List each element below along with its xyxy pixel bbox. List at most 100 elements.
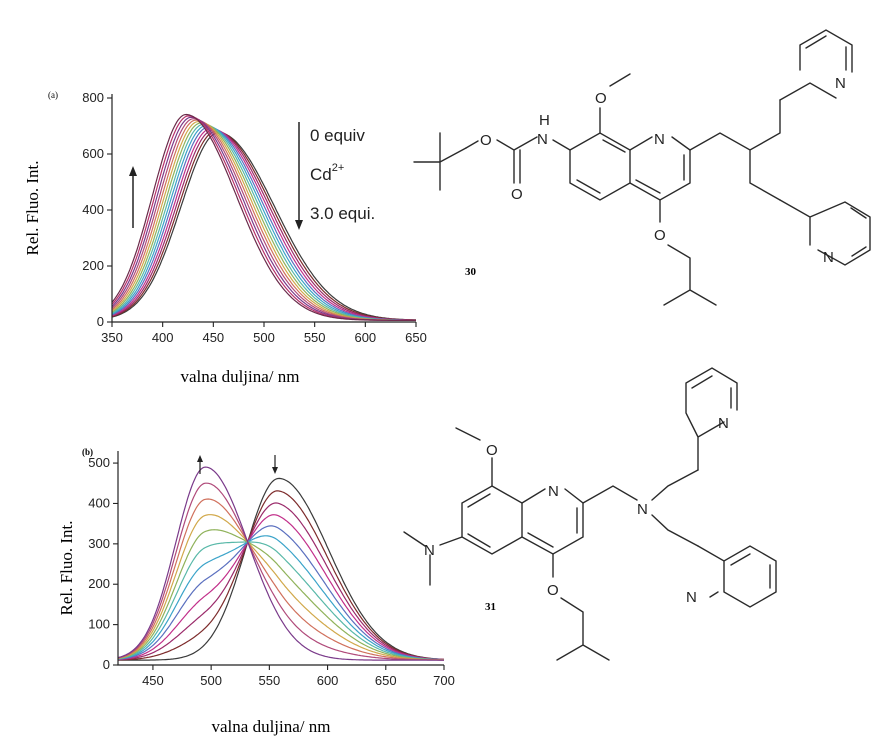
y-tick-label: 100 — [88, 617, 110, 632]
y-tick-label: 400 — [82, 202, 104, 217]
chart-a-series-line — [111, 129, 416, 321]
chart-b-axis-lines — [117, 451, 444, 666]
chart-b-series-line — [117, 514, 444, 661]
y-tick-label: 500 — [88, 455, 110, 470]
pyridine-top-nitrogen-31: N — [718, 415, 729, 432]
methoxy-bonds — [599, 73, 631, 134]
isobutoxy-oxygen-31: O — [547, 582, 559, 599]
isobutoxy-bonds-31 — [552, 553, 610, 661]
methoxy-oxygen-31: O — [486, 442, 498, 459]
side-chain-bonds — [689, 99, 781, 201]
x-tick-label: 600 — [317, 673, 339, 688]
quinoline-nitrogen: N — [654, 131, 665, 148]
pyridine-bottom-double-bonds-31 — [730, 553, 771, 589]
tert-butyl-bonds — [413, 132, 467, 191]
x-tick-label: 650 — [405, 330, 427, 345]
panel-label-a: (a) — [48, 90, 58, 100]
chart-b-series-group — [117, 466, 445, 661]
y-tick-label: 300 — [88, 536, 110, 551]
chart-b-series-line — [117, 535, 444, 661]
chart-b-series-line — [117, 525, 445, 661]
carbamate-oxygen-1: O — [480, 132, 492, 149]
x-tick-label: 350 — [101, 330, 123, 345]
dimethylamino-bonds — [403, 531, 463, 586]
x-tick-label: 550 — [304, 330, 326, 345]
quinoline-nitrogen-31: N — [548, 483, 559, 500]
quinoline-pyridine-ring — [629, 136, 691, 201]
carbamate-carbonyl-oxygen: O — [511, 186, 523, 203]
carbamate-bonds — [465, 136, 538, 184]
x-tick-label: 500 — [253, 330, 275, 345]
chart-a-series-group — [111, 113, 416, 321]
benzo-ring-double-bonds — [576, 139, 626, 194]
x-tick-label: 450 — [202, 330, 224, 345]
pyridine-bottom-nitrogen: N — [823, 249, 834, 266]
peak-down-arrow-head — [272, 467, 278, 474]
structure-compound-30: O O N H O N O N N 30 — [413, 29, 871, 306]
nh-bond — [552, 139, 571, 151]
x-tick-label: 700 — [433, 673, 455, 688]
pyridine-bottom-nitrogen-31: N — [686, 589, 697, 606]
dpa-bonds — [582, 469, 699, 547]
chart-a-xlabel: valna duljina/ nm — [181, 367, 300, 386]
increase-arrow-head — [129, 166, 137, 176]
y-tick-label: 200 — [82, 258, 104, 273]
chart-a-ylabel: Rel. Fluo. Int. — [23, 161, 42, 256]
chart-b-series-line — [118, 477, 445, 661]
amine-nitrogen-31: N — [637, 501, 648, 518]
quinoline-benzo-ring — [569, 132, 631, 201]
pyridine-ring-bottom — [779, 199, 871, 266]
titration-ion-label: Cd2+ — [310, 162, 344, 184]
structure-compound-31: O N N O N N N 31 — [403, 367, 777, 661]
x-tick-label: 450 — [142, 673, 164, 688]
chart-b-ylabel: Rel. Fluo. Int. — [57, 521, 76, 616]
chart-a-series-line — [111, 130, 416, 321]
pyridine-bottom-double-bonds — [850, 207, 867, 257]
x-tick-label: 500 — [200, 673, 222, 688]
ion-charge: 2+ — [332, 162, 345, 174]
isobutoxy-oxygen: O — [654, 227, 666, 244]
x-tick-label: 400 — [152, 330, 174, 345]
y-tick-label: 600 — [82, 146, 104, 161]
x-tick-label: 550 — [259, 673, 281, 688]
compound-label-31: 31 — [485, 601, 496, 613]
chart-b-series-line — [117, 514, 445, 661]
x-tick-label: 650 — [375, 673, 397, 688]
y-tick-label: 0 — [103, 657, 110, 672]
pyridine-ring-bottom-31 — [697, 545, 777, 608]
chart-b-series-line — [117, 498, 444, 661]
panel-label-b: (b) — [82, 447, 93, 457]
chart-b-series-line — [117, 466, 444, 661]
isobutoxy-bonds — [659, 199, 717, 306]
pyridine-top-double-bonds — [805, 35, 847, 71]
pyridine-top-double-bonds-31 — [691, 375, 732, 409]
y-tick-label: 200 — [88, 576, 110, 591]
methoxy-bonds-31 — [455, 427, 493, 487]
compound-label-30: 30 — [465, 266, 477, 278]
chart-b-series-line — [117, 529, 445, 661]
chart-b-xlabel: valna duljina/ nm — [212, 717, 331, 736]
pyridine-ring-top-31 — [685, 367, 738, 471]
chart-b-series-line — [117, 482, 444, 661]
methoxy-oxygen: O — [595, 90, 607, 107]
benzo-ring-double-bonds-31 — [467, 493, 491, 548]
chart-a-series-line — [111, 127, 416, 321]
chart-a-series-line — [111, 113, 416, 321]
ion-symbol: Cd — [310, 165, 332, 184]
pyridine-top-nitrogen: N — [835, 75, 846, 92]
amide-hydrogen: H — [539, 112, 550, 129]
y-tick-label: 800 — [82, 90, 104, 105]
dimethylamino-nitrogen: N — [424, 542, 435, 559]
pyridine-ring-double-bonds — [635, 154, 685, 194]
y-tick-label: 0 — [97, 314, 104, 329]
chart-b-series-line — [117, 541, 444, 661]
titration-end-label: 3.0 equi. — [310, 204, 375, 223]
quinoline-benzo-ring-31 — [461, 485, 523, 555]
chart-b-series-line — [117, 502, 444, 661]
amide-nitrogen: N — [537, 131, 548, 148]
